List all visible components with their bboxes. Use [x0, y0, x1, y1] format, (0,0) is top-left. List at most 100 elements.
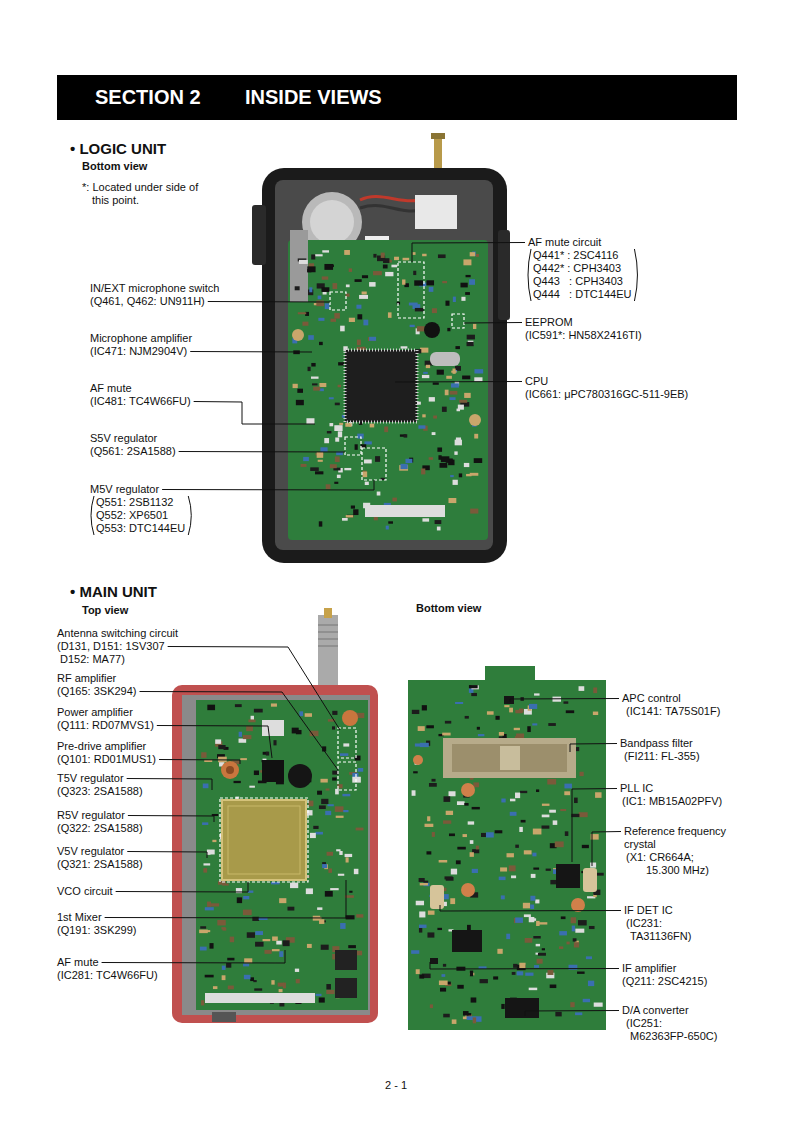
callout-label: CPU	[525, 375, 548, 388]
view-heading: Bottom view	[416, 602, 481, 615]
smd-part	[207, 850, 215, 855]
smd-part	[553, 820, 558, 824]
bandpass-filter	[443, 738, 576, 778]
smd-part	[335, 806, 344, 812]
smd-part	[356, 305, 361, 309]
pll-ic	[556, 864, 580, 888]
smd-part	[339, 851, 342, 855]
smd-part	[429, 397, 435, 401]
part-number: (D131, D151: 1SV307	[57, 640, 165, 653]
smd-part	[453, 297, 456, 302]
smd-part	[426, 280, 434, 285]
smd-part	[349, 891, 352, 893]
smd-part	[582, 845, 589, 848]
callout-label: VCO circuit	[57, 885, 113, 898]
smd-part	[431, 779, 435, 782]
leader-line	[190, 351, 312, 353]
smd-part	[524, 914, 531, 917]
smd-part	[287, 907, 294, 911]
smd-part	[416, 901, 424, 906]
bracket	[91, 496, 94, 535]
smd-part	[443, 964, 446, 967]
smd-part	[474, 369, 483, 373]
part-number: (Q191: 3SK299)	[57, 924, 137, 937]
smd-part	[473, 324, 476, 329]
smd-part	[373, 271, 382, 275]
smd-part	[305, 713, 312, 717]
smd-part	[203, 863, 210, 865]
smd-part	[243, 964, 249, 967]
smd-part	[476, 254, 479, 257]
smd-part	[319, 342, 323, 345]
smd-part	[442, 281, 447, 283]
smd-part	[529, 704, 537, 709]
smd-part	[537, 959, 543, 964]
antenna-connector	[318, 615, 338, 690]
smd-part	[512, 972, 516, 975]
smd-part	[310, 833, 316, 838]
smd-part	[278, 983, 285, 987]
smd-part	[346, 915, 355, 919]
smd-part	[565, 831, 569, 836]
smd-part	[442, 733, 450, 736]
smd-part	[442, 407, 447, 412]
smd-part	[455, 702, 463, 704]
main-housing	[172, 685, 378, 1023]
smd-part	[549, 810, 556, 813]
smd-part	[572, 926, 575, 932]
smd-part	[426, 365, 430, 368]
smd-part	[373, 254, 376, 258]
callout-label: R5V regulator	[57, 809, 125, 822]
leader-line	[168, 647, 340, 731]
smd-part	[469, 279, 475, 285]
smd-part	[429, 457, 433, 460]
smd-part	[422, 414, 425, 417]
part-number: (IC231:	[626, 917, 662, 930]
smd-part	[533, 936, 540, 939]
smd-part	[422, 518, 429, 521]
smd-part	[595, 792, 601, 798]
leader-line	[159, 760, 240, 765]
smd-part	[368, 337, 376, 341]
smd-part	[574, 798, 578, 803]
part-number: D152: MA77)	[60, 653, 125, 666]
smd-part	[583, 999, 590, 1002]
smd-part	[324, 438, 329, 443]
smd-part	[332, 711, 337, 715]
smd-part	[345, 854, 353, 857]
smd-part	[515, 793, 520, 799]
smd-part	[340, 923, 345, 929]
part-number: (Q322: 2SA1588)	[57, 822, 143, 835]
smd-part	[296, 400, 304, 405]
smd-part	[326, 789, 330, 791]
smd-part	[329, 397, 334, 399]
smd-part	[463, 259, 471, 265]
callout-label: 1st Mixer	[57, 911, 102, 924]
smd-part	[559, 931, 567, 935]
callout-label: Bandpass filter	[620, 737, 693, 750]
leader-line	[194, 402, 315, 425]
smd-part	[417, 326, 425, 331]
smd-part	[226, 963, 231, 968]
smd-part	[356, 914, 363, 917]
smd-part	[501, 1004, 504, 1009]
smd-part	[419, 925, 427, 928]
smd-part	[315, 471, 323, 474]
smd-part	[538, 953, 546, 956]
smd-part	[235, 704, 242, 707]
smd-part	[532, 723, 537, 725]
smd-part	[446, 376, 452, 379]
smd-part	[271, 703, 277, 706]
smd-part	[416, 969, 420, 974]
smd-part	[308, 367, 311, 371]
smd-part	[364, 441, 371, 444]
smd-part	[209, 943, 213, 949]
view-heading: Top view	[82, 604, 128, 617]
smd-part	[392, 498, 396, 502]
smd-part	[470, 840, 474, 844]
smd-part	[564, 784, 571, 789]
smd-part	[474, 377, 482, 381]
callout-label: crystal	[624, 838, 656, 851]
smd-part	[414, 280, 423, 285]
callout-label: AF mute	[90, 382, 132, 395]
